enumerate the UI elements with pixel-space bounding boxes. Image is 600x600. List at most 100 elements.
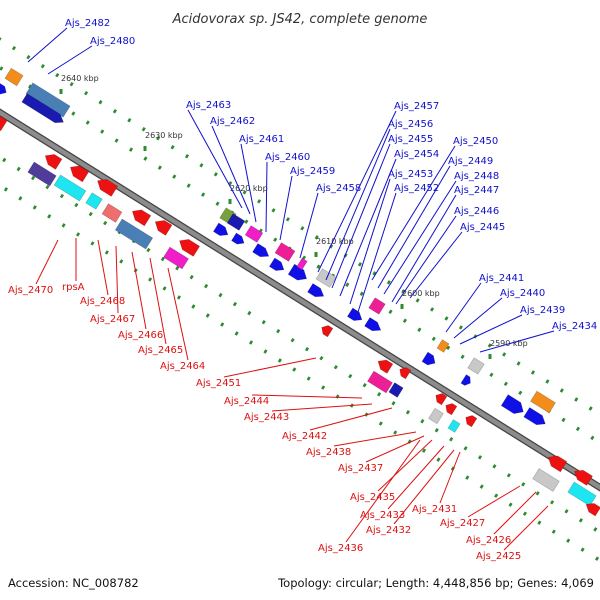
track-dot [578, 518, 583, 523]
gene-label: Ajs_2431 [412, 504, 457, 515]
track-dot [494, 493, 499, 498]
gene-feature [274, 242, 296, 262]
track-dot [300, 226, 305, 231]
gene-leader-line [240, 143, 257, 223]
gene-leader-line [387, 445, 445, 510]
track-dot [184, 154, 190, 159]
gene-leader-line [439, 451, 461, 504]
track-dot [220, 322, 225, 327]
gene-feature [163, 246, 189, 270]
gene-label: Ajs_2452 [394, 183, 439, 194]
track-dot [143, 156, 148, 161]
track-dot [18, 196, 23, 201]
track-dot [128, 147, 134, 152]
gene-feature [532, 468, 560, 492]
genome-summary-text: Topology: circular; Length: 4,448,856 bp… [277, 576, 594, 590]
track-dot [277, 358, 282, 363]
gene-leader-line [265, 161, 268, 233]
gene-leader-line [371, 145, 456, 281]
gene-leader-line [309, 407, 393, 431]
gene-feature [421, 351, 436, 366]
track-dot [477, 455, 483, 460]
gene-feature [114, 218, 154, 250]
track-dot [28, 84, 33, 89]
track-dot [522, 511, 528, 516]
gene-label: Ajs_2457 [394, 101, 439, 112]
gene-leader-line [279, 175, 293, 241]
track-dot [290, 337, 295, 343]
track-dot [436, 457, 441, 462]
gene-feature [573, 469, 593, 486]
gene-label: Ajs_2450 [453, 136, 498, 147]
gene-leader-line [377, 165, 451, 289]
gene-label: Ajs_2456 [388, 119, 433, 130]
gene-label: Ajs_2426 [466, 535, 511, 546]
gene-label: Ajs_2455 [388, 134, 433, 145]
track-dot [465, 475, 470, 480]
gene-feature [131, 209, 152, 227]
track-dot [148, 277, 153, 282]
gene-feature [226, 213, 246, 231]
gene-feature [465, 415, 478, 428]
gene-label: Ajs_2446 [454, 206, 499, 217]
gene-leader-line [349, 178, 391, 305]
gene-leader-line [503, 505, 549, 551]
gene-label: Ajs_2453 [388, 169, 433, 180]
track-dot [292, 367, 297, 372]
track-dot [535, 491, 540, 496]
gene-feature [500, 394, 524, 414]
label-layer: Ajs_2482Ajs_2480Ajs_2463Ajs_2462Ajs_2461… [8, 18, 597, 562]
track-dot [0, 36, 2, 42]
track-dot [0, 66, 4, 71]
gene-feature [364, 317, 382, 332]
track-dot [463, 446, 468, 451]
gene-feature [27, 161, 57, 187]
track-dot [205, 313, 210, 318]
gene-label: Ajs_2458 [316, 183, 361, 194]
gene-leader-line [453, 297, 503, 339]
track-dot [141, 127, 146, 132]
track-dot [372, 271, 377, 276]
gene-feature [269, 257, 285, 271]
track-dot [516, 361, 521, 366]
gene-leader-line [331, 143, 391, 289]
scale-tick [314, 252, 318, 257]
track-dot [545, 379, 550, 384]
track-dot [88, 211, 93, 217]
track-dot [503, 381, 508, 387]
gene-label: Ajs_2482 [65, 18, 110, 29]
gene-leader-line [27, 27, 68, 63]
gene-feature [367, 370, 393, 394]
gene-label: Ajs_2433 [360, 510, 405, 521]
track-dot [175, 265, 180, 271]
track-dot [420, 419, 425, 424]
track-dot [186, 183, 191, 188]
gene-leader-line [271, 403, 373, 412]
gene-feature [467, 357, 485, 375]
track-dot [2, 157, 7, 163]
track-dot [377, 392, 382, 397]
track-dot [112, 109, 117, 114]
scale-tick-label: 2610 kbp [316, 237, 354, 246]
track-dot [71, 111, 76, 116]
track-dot [100, 129, 105, 134]
gene-leader-line [383, 180, 457, 295]
gene-leader-line [167, 267, 189, 361]
track-dot [492, 464, 497, 469]
gene-feature [0, 83, 7, 95]
gene-leader-line [149, 257, 167, 345]
track-dot [593, 527, 598, 532]
gene-leader-line [211, 125, 251, 215]
track-dot [402, 318, 407, 323]
gene-feature [447, 419, 461, 433]
track-dot [357, 262, 363, 267]
gene-feature [321, 325, 334, 338]
gene-feature [244, 225, 264, 243]
gene-label: Ajs_2467 [90, 314, 135, 325]
gene-feature [21, 93, 64, 124]
gene-label: Ajs_2432 [366, 525, 411, 536]
gene-leader-line [97, 239, 109, 296]
gene-label: Ajs_2444 [224, 396, 269, 407]
gene-leader-line [391, 194, 457, 303]
